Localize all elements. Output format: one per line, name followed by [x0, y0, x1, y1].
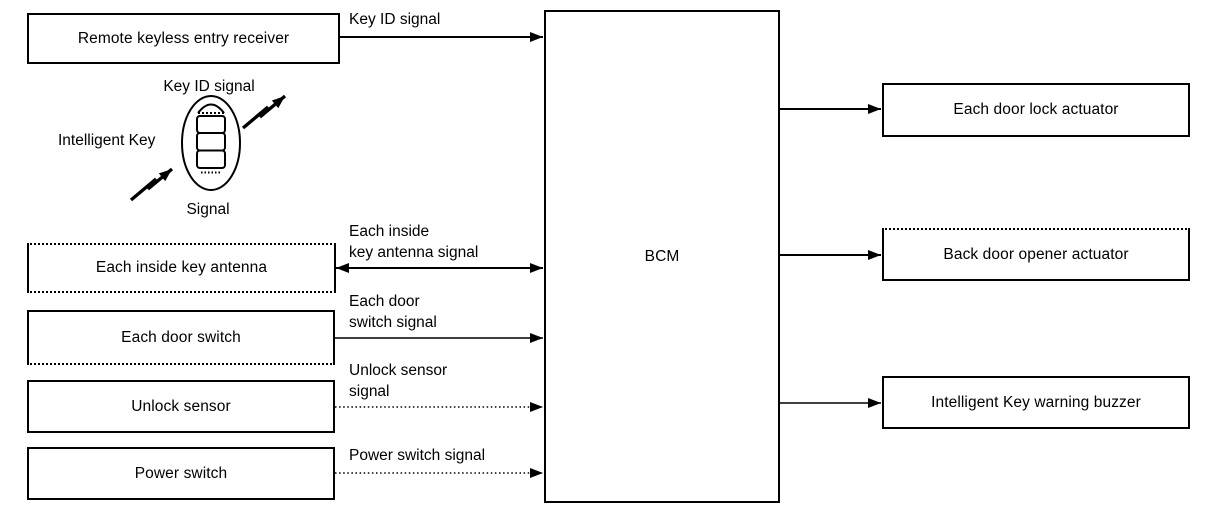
signal-label-power-switch: Power switch signal	[349, 447, 486, 464]
signal-label-unlock-sensor: Unlock sensor signal	[349, 362, 448, 400]
node-label: Intelligent Key warning buzzer	[931, 393, 1141, 411]
key-fob-top-label: Key ID signal	[163, 78, 255, 95]
node-each-door-lock-actuator: Each door lock actuator	[882, 83, 1190, 137]
node-each-door-switch: Each door switch	[27, 310, 335, 365]
signal-label-door-switch: Each door switch signal	[349, 293, 437, 331]
signal-bolt-icon-incoming	[129, 167, 174, 202]
signal-label-inside-key-antenna: Each inside key antenna signal	[349, 223, 479, 261]
node-label: Each inside key antenna	[95, 259, 268, 276]
node-intelligent-key-warning-buzzer: Intelligent Key warning buzzer	[882, 376, 1190, 429]
node-label: Back door opener actuator	[943, 245, 1129, 263]
node-remote-keyless-entry-receiver: Remote keyless entry receiver	[27, 13, 340, 64]
key-fob-left-label: Intelligent Key	[58, 132, 156, 149]
node-label: Each door switch	[121, 328, 241, 346]
key-fob-bottom-label: Signal	[186, 201, 230, 218]
node-bcm: BCM	[544, 10, 780, 503]
node-label: Each door lock actuator	[953, 101, 1119, 118]
node-back-door-opener-actuator: Back door opener actuator	[882, 228, 1190, 281]
intelligent-key-icon	[181, 95, 241, 191]
node-each-inside-key-antenna: Each inside key antenna	[27, 243, 336, 293]
signal-bolt-icon-outgoing	[241, 94, 287, 130]
signal-label-key-id: Key ID signal	[349, 11, 441, 28]
node-label: Remote keyless entry receiver	[77, 29, 290, 47]
node-label: Unlock sensor	[131, 397, 231, 415]
node-power-switch: Power switch	[27, 447, 335, 500]
node-label: Power switch	[134, 464, 228, 482]
node-label: BCM	[644, 247, 680, 265]
node-unlock-sensor: Unlock sensor	[27, 380, 335, 433]
